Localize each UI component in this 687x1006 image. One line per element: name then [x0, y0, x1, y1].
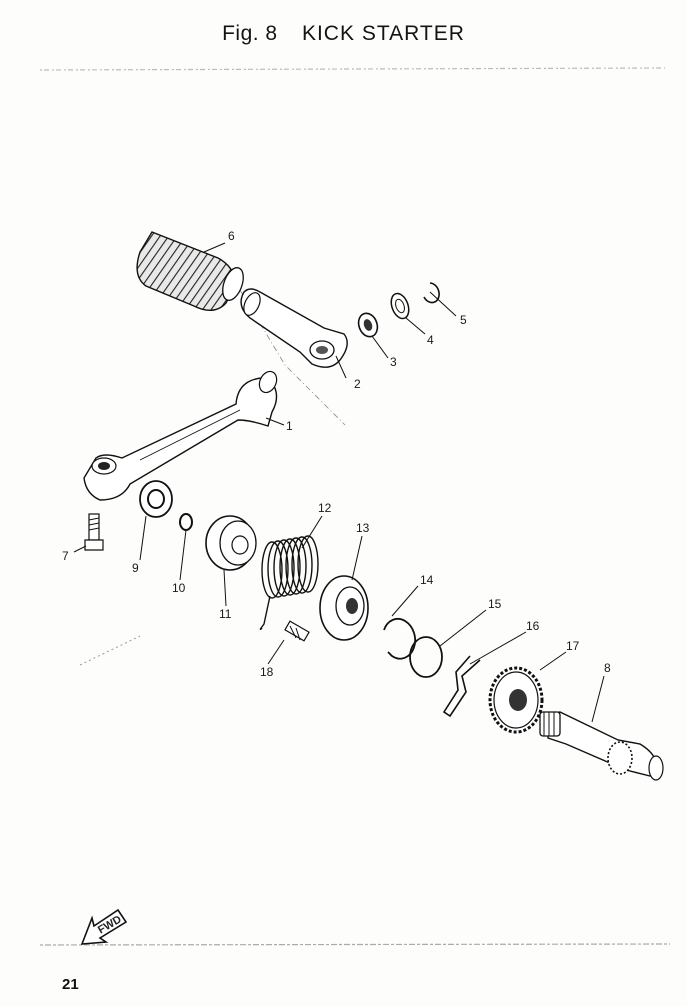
callout-18: 18	[260, 665, 274, 679]
callout-1: 1	[286, 419, 293, 433]
figure-name: KICK STARTER	[301, 22, 465, 45]
part-18-spring-pin	[284, 620, 310, 642]
callout-6: 6	[228, 229, 235, 243]
part-14-circlip	[383, 617, 417, 660]
callout-2: 2	[354, 377, 361, 391]
callout-13: 13	[356, 521, 370, 535]
part-3-spacer	[357, 312, 379, 338]
part-13-spring-guide	[319, 575, 369, 641]
part-11-spring-cover	[205, 515, 257, 571]
part-2-kick-crank	[240, 288, 348, 368]
part-6-kick-grip	[136, 231, 244, 311]
callout-16: 16	[526, 619, 540, 633]
callout-11: 11	[219, 607, 232, 621]
part-1-kick-arm	[83, 370, 278, 501]
scan-rule-bottom	[39, 943, 671, 946]
figure-number: Fig. 8	[222, 22, 278, 45]
callout-14: 14	[420, 573, 434, 587]
callout-10: 10	[172, 581, 186, 595]
part-8-kick-axle	[539, 711, 664, 781]
fwd-label: FWD	[96, 913, 124, 936]
part-10-circlip	[179, 513, 193, 531]
figure-title: Fig. 8 KICK STARTER	[0, 22, 687, 46]
callout-4: 4	[427, 333, 434, 347]
part-5-circlip	[423, 282, 440, 304]
part-9-oil-seal	[139, 480, 173, 518]
leader-lines	[73, 242, 605, 723]
callout-8: 8	[604, 661, 611, 675]
part-15-washer	[409, 636, 443, 678]
callout-17: 17	[566, 639, 580, 653]
callout-7: 7	[62, 549, 69, 563]
callout-9: 9	[132, 561, 139, 575]
callout-labels: 6 2 3 4 5 1 7 9 10 11 12 13 14 15 16 17 …	[62, 229, 611, 679]
part-17-kick-gear	[488, 666, 544, 734]
arrow-left-icon	[80, 908, 128, 945]
callout-12: 12	[318, 501, 332, 515]
fwd-direction-marker: FWD	[80, 908, 128, 945]
part-12-kick-spring	[259, 535, 319, 631]
part-16-kick-clip	[442, 655, 481, 718]
callout-3: 3	[390, 355, 397, 369]
part-7-bolt	[84, 513, 104, 551]
page-number: 21	[62, 976, 79, 993]
callout-15: 15	[488, 597, 502, 611]
callout-5: 5	[460, 313, 467, 327]
scan-rule-top	[39, 67, 666, 71]
